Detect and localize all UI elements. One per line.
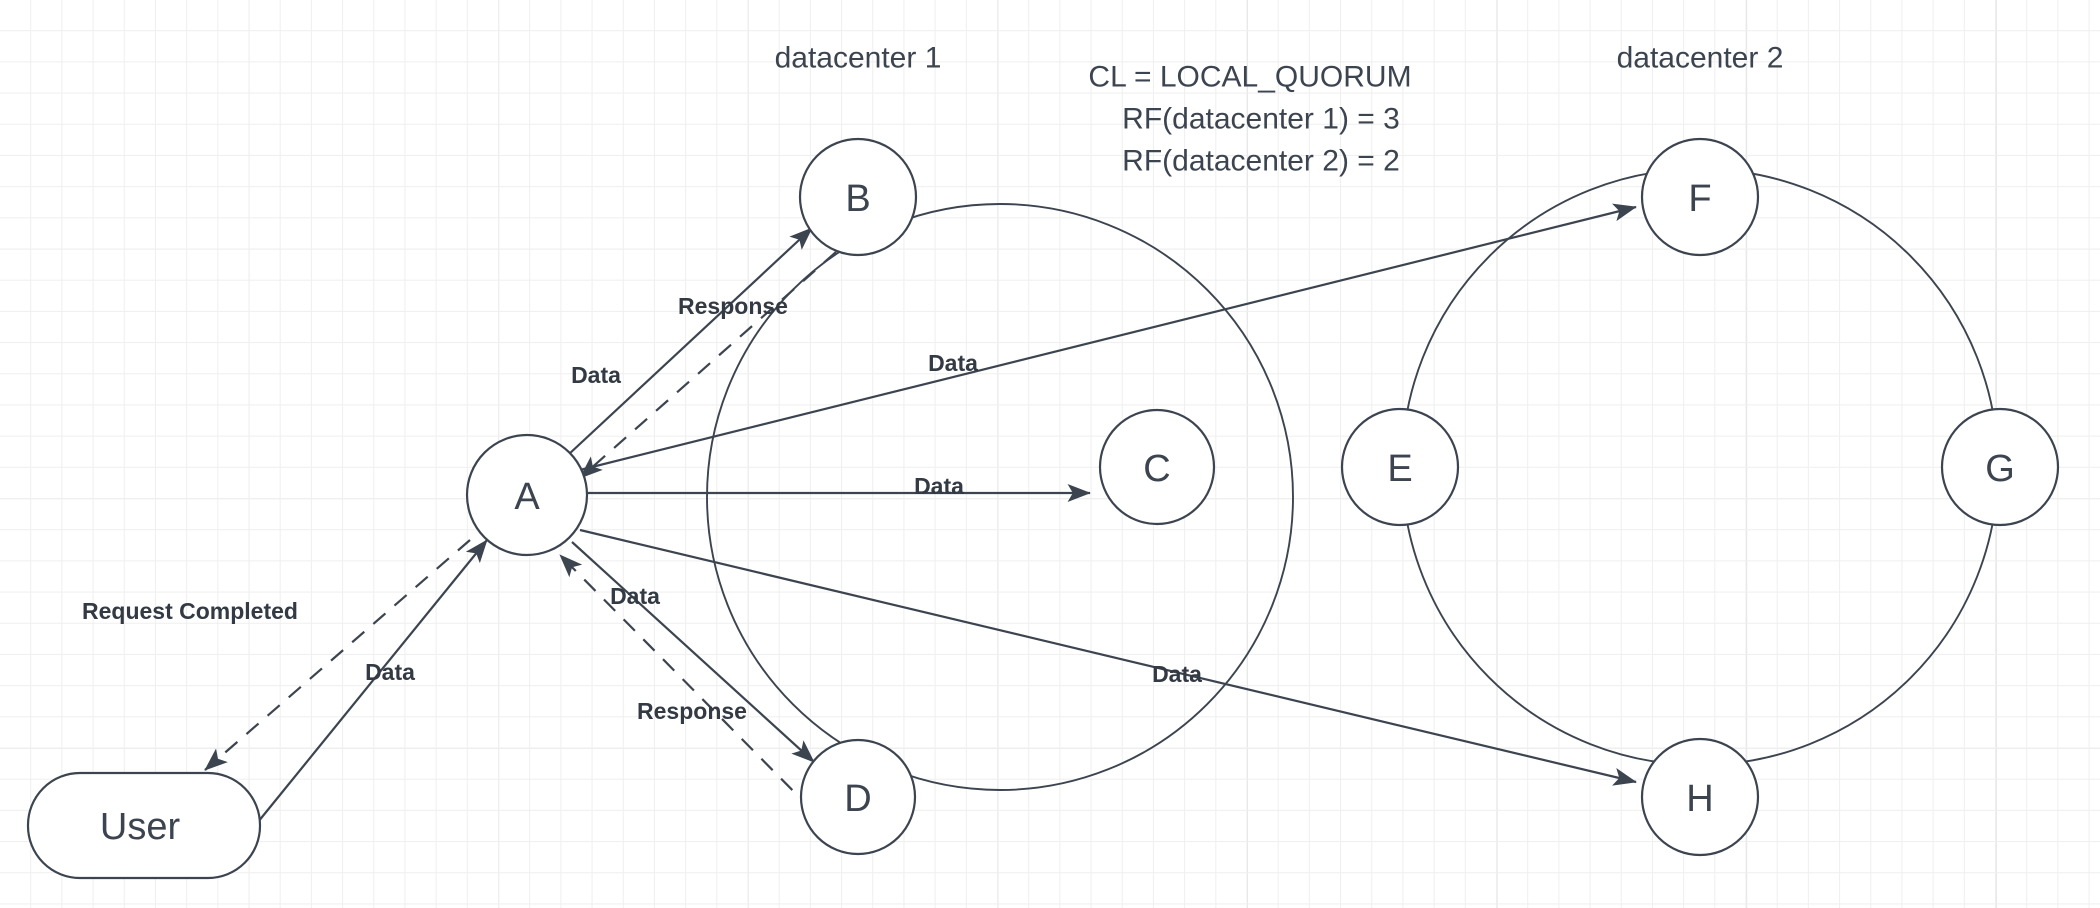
node-g-shape [1940,407,2060,527]
node-b-shape [798,137,918,257]
node-h[interactable]: H [1640,737,1760,857]
node-e[interactable]: E [1340,407,1460,527]
edge-d-to-a [559,554,813,811]
node-d-shape [799,738,917,856]
edge-a-to-user [204,539,471,771]
annotation-rf-datacenter-1: RF(datacenter 1) = 3 [1122,103,1400,136]
node-g-label: G [1985,448,2015,490]
edge-b-to-a [579,251,837,479]
node-user[interactable]: User [26,771,262,880]
edge-a-to-d [571,541,815,763]
datacenter-1-ring [706,203,1294,791]
edge-label-user-to-a: Data [365,659,415,685]
node-a-shape [465,433,589,557]
edge-label-a-to-user: Request Completed [82,598,298,624]
annotation-rf-datacenter-2: RF(datacenter 2) = 2 [1122,145,1400,178]
node-e-shape [1340,407,1460,527]
node-b-label: B [845,178,870,220]
annotation-consistency-level: CL = LOCAL_QUORUM [1088,61,1411,94]
edge-label-a-to-c: Data [914,473,964,499]
node-a-label: A [514,476,540,518]
node-d-label: D [844,778,871,820]
edge-label-b-to-a: Response [678,293,788,319]
datacenter-2-ring [1401,168,1999,766]
node-f-label: F [1688,178,1711,220]
node-a[interactable]: A [465,433,589,557]
node-c-shape [1098,408,1216,526]
node-f[interactable]: F [1640,137,1760,257]
node-c-label: C [1143,448,1170,490]
node-d[interactable]: D [799,738,917,856]
edge-label-a-to-b: Data [571,362,621,388]
datacenter-2-title: datacenter 2 [1617,42,1784,75]
node-h-shape [1640,737,1760,857]
edge-a-to-h [579,528,1637,786]
edge-a-to-b [567,227,813,456]
edge-label-a-to-d: Data [610,583,660,609]
node-c[interactable]: C [1098,408,1216,526]
edge-label-d-to-a: Response [637,698,747,724]
node-e-label: E [1387,448,1412,490]
edge-label-a-to-h: Data [1152,661,1202,687]
node-b[interactable]: B [798,137,918,257]
node-user-shape [26,771,262,880]
node-h-label: H [1686,778,1713,820]
datacenter-1-title: datacenter 1 [775,42,942,75]
edge-a-to-f [579,203,1637,472]
node-user-label: User [100,806,181,848]
node-f-shape [1640,137,1760,257]
edge-user-to-a [257,539,488,823]
edge-label-a-to-f: Data [928,350,978,376]
node-g[interactable]: G [1940,407,2060,527]
